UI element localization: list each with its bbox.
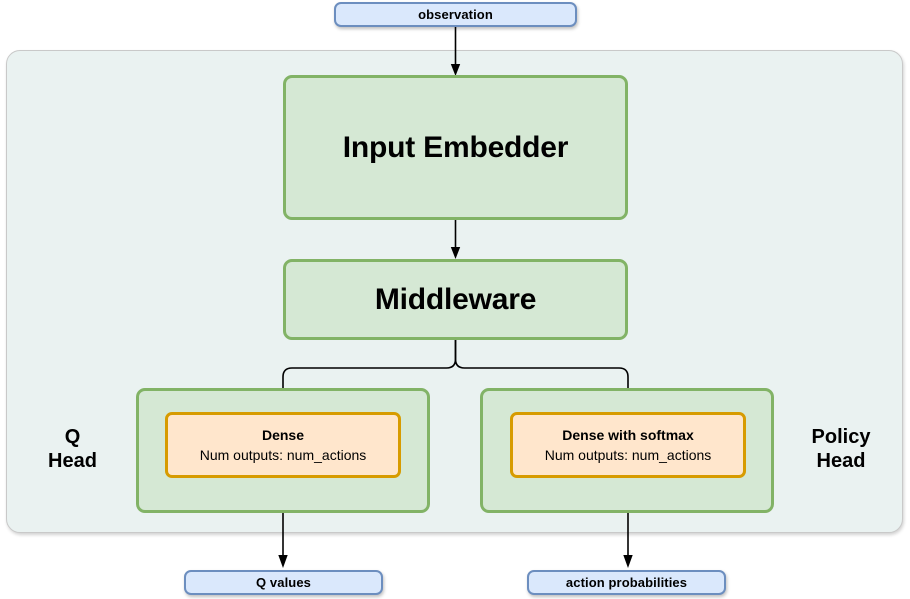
q-head-side-label: Q Head: [20, 418, 125, 480]
action-probabilities-label: action probabilities: [565, 575, 688, 590]
q-head-side-label-line2: Head: [48, 450, 97, 472]
policy-head-dense-title: Dense with softmax: [562, 426, 694, 443]
middleware-box: Middleware: [283, 259, 628, 340]
q-head-dense-title: Dense: [261, 426, 305, 443]
q-values-box: Q values: [184, 570, 383, 595]
observation-box: observation: [334, 2, 577, 27]
policy-head-side-label-line2: Head: [816, 450, 866, 472]
policy-head-dense-subtitle: Num outputs: num_actions: [544, 447, 712, 463]
action-probabilities-box: action probabilities: [527, 570, 726, 595]
middleware-label: Middleware: [374, 282, 537, 316]
q-head-dense-box: Dense Num outputs: num_actions: [165, 412, 401, 478]
policy-head-side-label-line1: Policy: [811, 425, 871, 448]
policy-head-dense-box: Dense with softmax Num outputs: num_acti…: [510, 412, 746, 478]
input-embedder-box: Input Embedder: [283, 75, 628, 220]
observation-label: observation: [418, 7, 493, 22]
arrowhead-q-values-in: [278, 555, 288, 568]
q-values-label: Q values: [256, 575, 311, 590]
input-embedder-label: Input Embedder: [342, 130, 569, 164]
arrowhead-action-probabilities-in: [623, 555, 633, 568]
q-head-side-label-line1: Q: [64, 425, 81, 448]
q-head-dense-subtitle: Num outputs: num_actions: [199, 447, 367, 463]
policy-head-side-label: Policy Head: [786, 418, 896, 480]
